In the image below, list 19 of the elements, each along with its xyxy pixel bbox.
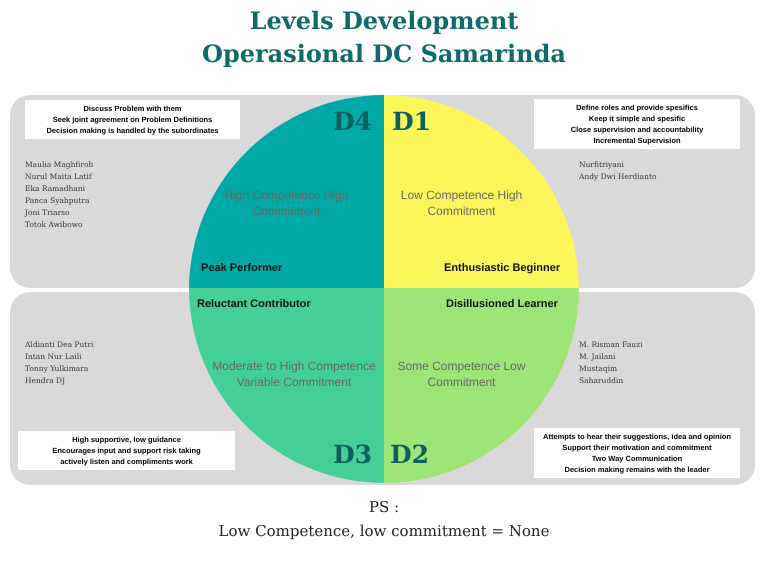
note-box — [534, 99, 740, 149]
note-text: Low Competence, low commitment = None — [218, 522, 550, 540]
quadrant-description: Low Competence High Commitment — [400, 187, 524, 219]
quadrant-code: D4 — [333, 107, 372, 136]
note-text: PS : — [368, 498, 400, 516]
note-box — [534, 428, 740, 478]
quadrant-description: Moderate to High Competence Variable Commitment — [211, 358, 377, 390]
stage-name: Peak Performer — [201, 262, 282, 274]
stage-name: Enthusiastic Beginner — [444, 262, 560, 274]
quadrant-code: D2 — [390, 440, 430, 469]
stage-name: Disillusioned Learner — [446, 298, 558, 310]
quadrant-code: D1 — [392, 107, 432, 136]
stage-name: Reluctant Contributor — [197, 298, 311, 310]
quadrant-code: D3 — [333, 440, 372, 469]
title: Levels Development Operasional DC Samarinda — [201, 5, 567, 70]
note-box — [25, 100, 240, 139]
quadrant-description: Some Competence Low Commitment — [396, 358, 527, 390]
note-box — [18, 431, 235, 470]
quadrant-description: High Competence High Commitment — [223, 187, 350, 219]
